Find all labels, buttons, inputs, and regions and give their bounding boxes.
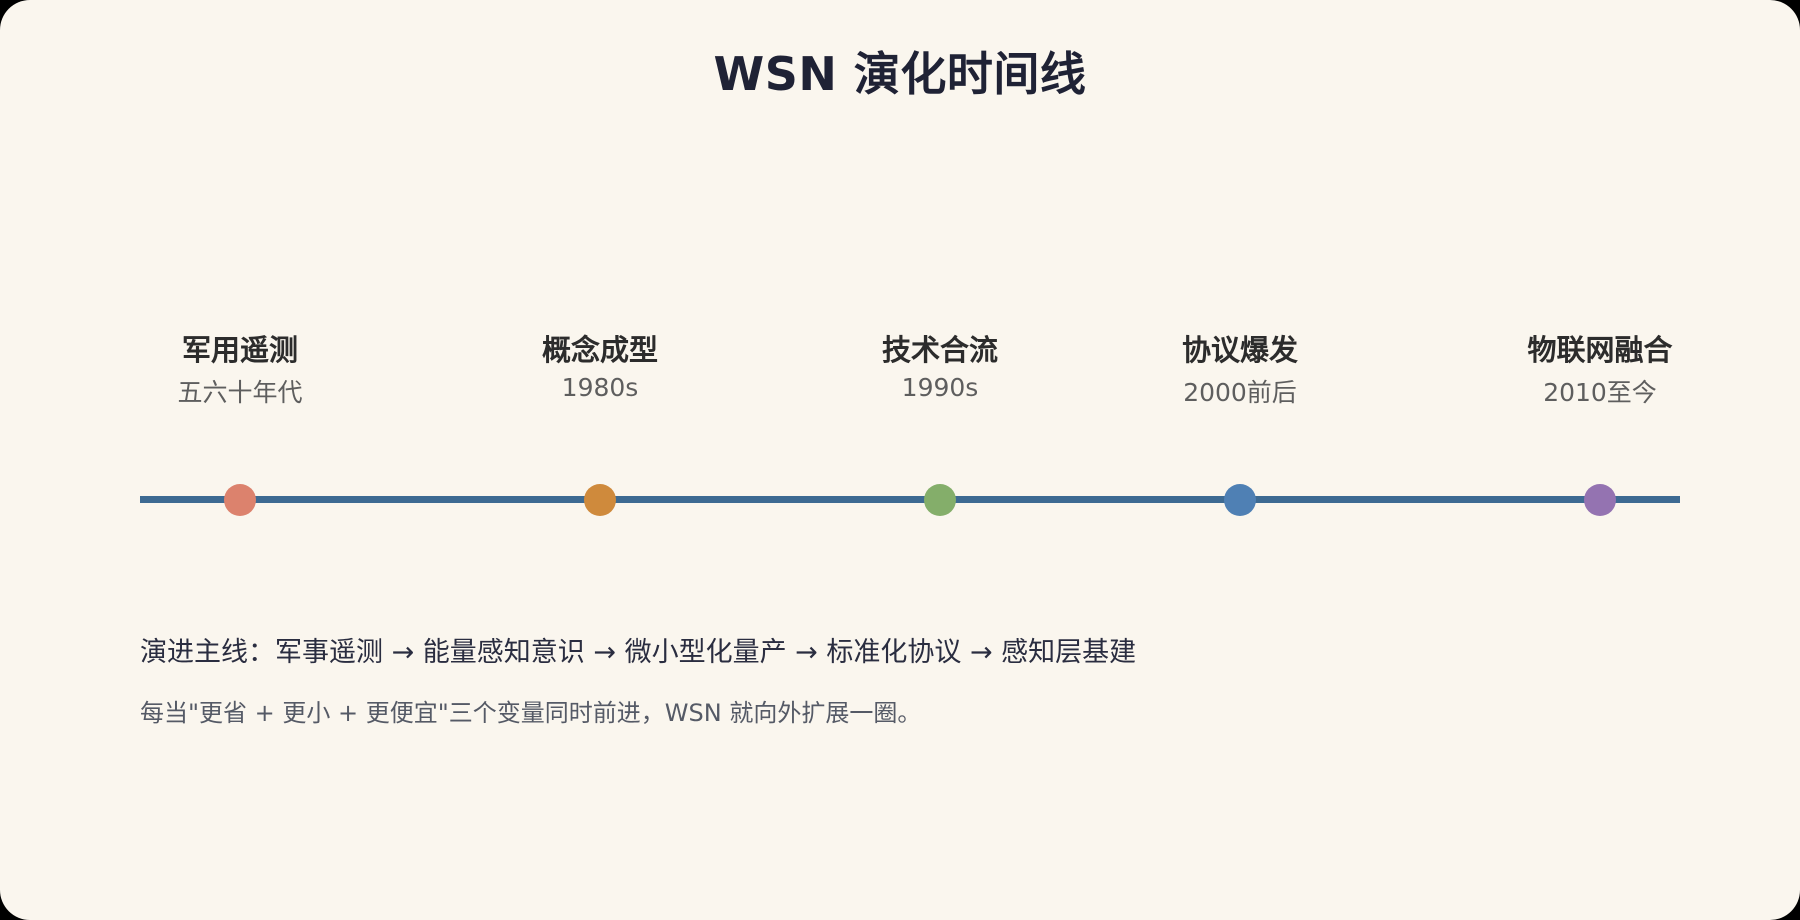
milestone-title: 概念成型 bbox=[541, 333, 658, 367]
milestone-military-telemetry: 军用遥测 五六十年代 bbox=[110, 0, 370, 540]
milestone-title: 技术合流 bbox=[881, 333, 998, 367]
milestone-dot bbox=[924, 484, 956, 516]
milestone-iot-fusion: 物联网融合 2010至今 bbox=[1470, 0, 1730, 540]
milestone-dot bbox=[1584, 484, 1616, 516]
milestone-tech-convergence: 技术合流 1990s bbox=[810, 0, 1070, 540]
milestone-date: 1990s bbox=[901, 373, 979, 402]
evolution-summary: 演进主线：军事遥测 → 能量感知意识 → 微小型化量产 → 标准化协议 → 感知… bbox=[140, 637, 1137, 668]
milestone-date: 2000前后 bbox=[1183, 378, 1297, 407]
milestone-dot bbox=[584, 484, 616, 516]
milestone-title: 军用遥测 bbox=[181, 333, 298, 367]
milestone-title: 协议爆发 bbox=[1181, 333, 1298, 367]
timeline-axis bbox=[140, 496, 1680, 503]
milestone-protocol-boom: 协议爆发 2000前后 bbox=[1110, 0, 1370, 540]
milestone-date: 五六十年代 bbox=[177, 378, 303, 407]
evolution-note: 每当"更省 + 更小 + 更便宜"三个变量同时前进，WSN 就向外扩展一圈。 bbox=[140, 699, 922, 727]
milestone-date: 2010至今 bbox=[1543, 378, 1657, 407]
milestone-title: 物联网融合 bbox=[1527, 333, 1673, 367]
page-title: WSN 演化时间线 bbox=[713, 47, 1087, 101]
milestone-dot bbox=[224, 484, 256, 516]
milestone-concept-formed: 概念成型 1980s bbox=[470, 0, 730, 540]
milestone-dot bbox=[1224, 484, 1256, 516]
milestone-date: 1980s bbox=[561, 373, 639, 402]
